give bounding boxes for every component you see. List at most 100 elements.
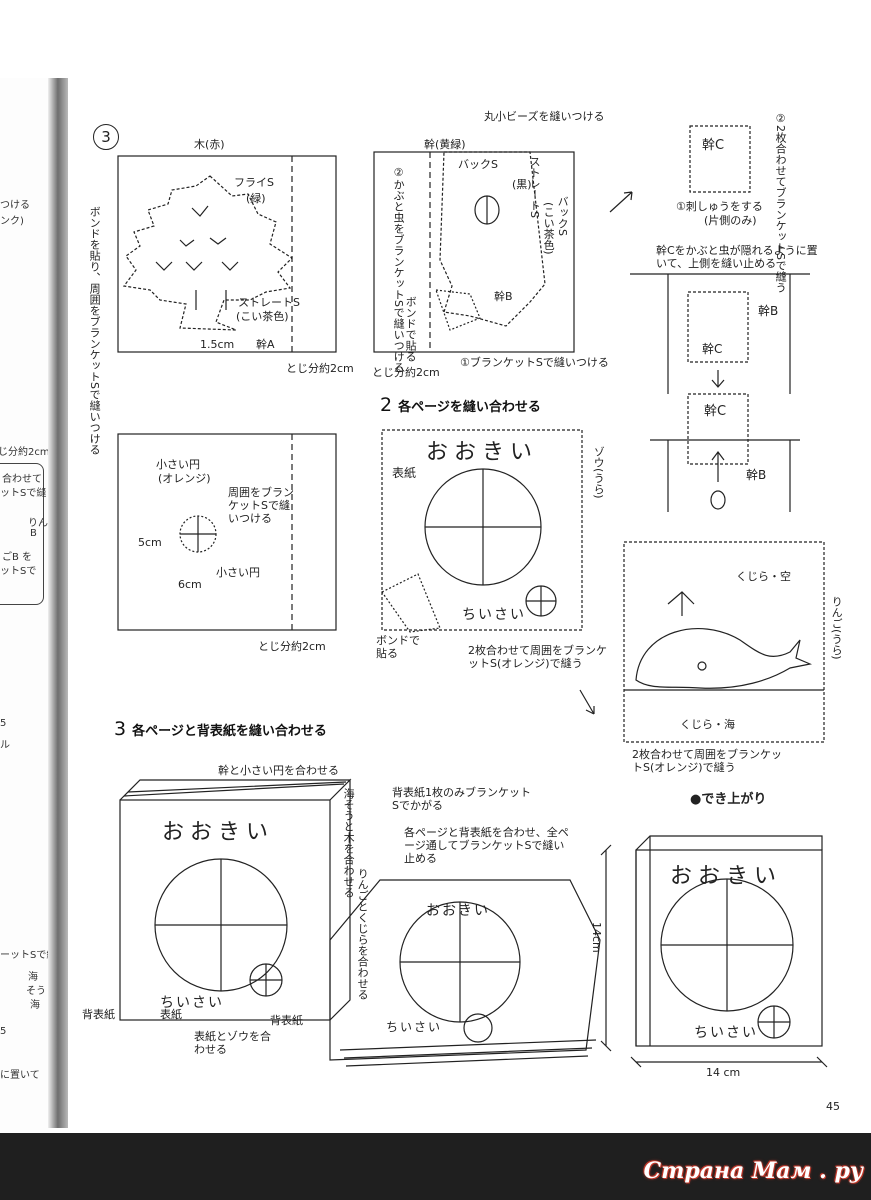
straight-label: ストレートS (238, 296, 300, 309)
embroidery-note: ①刺しゅうをする (676, 200, 763, 213)
stack-title: おおきい (162, 820, 275, 845)
lp-text: じ分約2cm (0, 447, 50, 458)
cover-small-label: ちいさい (462, 607, 526, 623)
step3b-num: 3 (114, 718, 127, 740)
lp-text: ごB を (2, 552, 33, 563)
straight-label-2: ストレートS (528, 156, 542, 218)
lp-text: つける (0, 200, 30, 211)
back-label: バックS (458, 158, 498, 171)
fly-label: フライS (234, 176, 274, 189)
trunk-b-label-3: 幹B (746, 468, 767, 482)
lp-text: ットSで (0, 566, 37, 577)
trunk-label: 幹(黄緑) (424, 138, 466, 151)
fly-stitches (155, 205, 239, 271)
lp-text: に置いて (0, 1070, 40, 1081)
all-pages-note: 各ページと背表紙を合わせ、全ページ通してブランケットSで縫い止める (404, 826, 569, 866)
lp-text: 5 (0, 718, 7, 729)
step2-num: 2 (380, 394, 393, 416)
circle-note: 周囲をブランケットSで縫いつける (228, 486, 294, 526)
fly-color: (緑) (246, 192, 266, 205)
lp-text: 海 (28, 972, 38, 983)
book-open (329, 879, 601, 1067)
finished-label: ●でき上がり (690, 792, 767, 807)
trunk-a-label: 幹A (256, 338, 275, 351)
lp-text: りんご (28, 518, 50, 529)
lp-box (0, 463, 44, 605)
seam-label-2: とじ分約2cm (372, 366, 440, 379)
height-dim: 14cm (590, 922, 604, 953)
trunk-c-panel (689, 125, 751, 193)
sea-note: 海そうと木を合わせる (342, 788, 356, 898)
finished-book (600, 835, 828, 1068)
finished-title: おおきい (670, 864, 783, 889)
small-circle-label-2: 小さい円 (216, 566, 260, 579)
small-circle-label: 小さい円 (156, 458, 200, 471)
lp-text: 合わせて (2, 474, 42, 485)
lp-text: ーットSで縫う (0, 950, 50, 961)
cover-page (381, 429, 583, 631)
back-label-2: バックS (556, 196, 570, 236)
step1-note: ①ブランケットSで縫いつける (460, 356, 609, 369)
dim-5cm: 5cm (138, 536, 162, 549)
back-note: 背表紙1枚のみブランケットSでかがる (392, 786, 531, 813)
trunk-b-label-2: 幹B (758, 304, 779, 318)
step2-title: 各ページを縫い合わせる (398, 400, 541, 415)
beetle-small-icon (710, 490, 726, 510)
left-page-fragment: つける ンク) じ分約2cm 合わせて ットSで縫う りんご B ごB を ット… (0, 78, 50, 1133)
open-title: おおきい (426, 903, 490, 919)
cover-title: おおきい (426, 440, 539, 465)
beads-note: 丸小ビーズを縫いつける (484, 110, 605, 123)
whale-shape (635, 627, 813, 689)
whale-sea-label: くじら・海 (680, 718, 735, 731)
step3b-header: 3 各ページと背表紙を縫い合わせる (114, 718, 327, 740)
back-cover-label: 背表紙 (82, 1008, 115, 1021)
step3b-title: 各ページと背表紙を縫い合わせる (132, 724, 327, 739)
tree-panel-frame (117, 155, 337, 353)
scan-bottom-bar (0, 1133, 871, 1200)
bond-label: ボンドで貼る (404, 296, 418, 362)
orange-label: (オレンジ) (158, 472, 211, 485)
watermark-logo: Страна Мам . ру (643, 1158, 863, 1184)
trunk-b-label: 幹B (494, 290, 513, 303)
bond-note: ボンドを貼り、周囲をブランケットSで縫いつける (88, 206, 102, 455)
lp-text: 海 (30, 1000, 40, 1011)
trunk-circle-note: 幹と小さい円を合わせる (218, 764, 339, 777)
lp-text: B (30, 528, 37, 539)
book-stack (119, 778, 352, 1021)
embroidery-sub: (片側のみ) (704, 214, 757, 227)
two-pieces-note: ②2枚合わせてブランケットSで縫う (774, 112, 788, 293)
width-dim: 14 cm (706, 1066, 741, 1079)
open-small: ちいさい (386, 1020, 443, 1034)
trunk-c-label: 幹C (702, 138, 725, 153)
back-cover-label-2: 背表紙 (270, 1014, 303, 1027)
seam-label-3: とじ分約2cm (258, 640, 326, 653)
apple-label: りんご(うら) (830, 596, 844, 660)
whale-page (623, 541, 825, 743)
tree-label: 木(赤) (194, 138, 225, 151)
bond-label-2: ボンドで貼る (376, 634, 420, 661)
page-45 (68, 78, 871, 1133)
step-number-circle: 3 (93, 124, 119, 150)
brown-label: (こい茶色) (542, 202, 556, 255)
whale-note: 2枚合わせて周囲をブランケットS(オレンジ)で縫う (632, 748, 782, 775)
place-note: 幹Cをかぶと虫が隠れるように置いて、上側を縫い止める (656, 244, 818, 271)
trunk-c-label-2: 幹C (702, 342, 723, 356)
page-number: 45 (826, 1100, 840, 1113)
trunk-c-label-3: 幹C (704, 404, 727, 419)
dim-label: 1.5cm (200, 338, 235, 351)
lp-text: そう・ (26, 986, 50, 997)
step2-header: 2 各ページを縫い合わせる (380, 394, 541, 416)
whale-sky-label: くじら・空 (736, 570, 791, 583)
cover-label: 表紙 (392, 466, 417, 480)
elephant-label: ゾウ(うら) (592, 446, 606, 499)
seam-label: とじ分約2cm (286, 362, 354, 375)
step2-note: 2枚合わせて周囲をブランケットS(オレンジ)で縫う (468, 644, 607, 671)
cover-elephant-note: 表紙とゾウを合わせる (194, 1030, 271, 1057)
dim-6cm: 6cm (178, 578, 202, 591)
black-label: (黒) (512, 178, 532, 191)
apple-note: りんごとくじらを合わせる (356, 868, 370, 1000)
lp-text: ットSで縫う (0, 488, 50, 499)
cover-label-2: 表紙 (160, 1008, 182, 1021)
lp-text: ル (0, 740, 10, 751)
